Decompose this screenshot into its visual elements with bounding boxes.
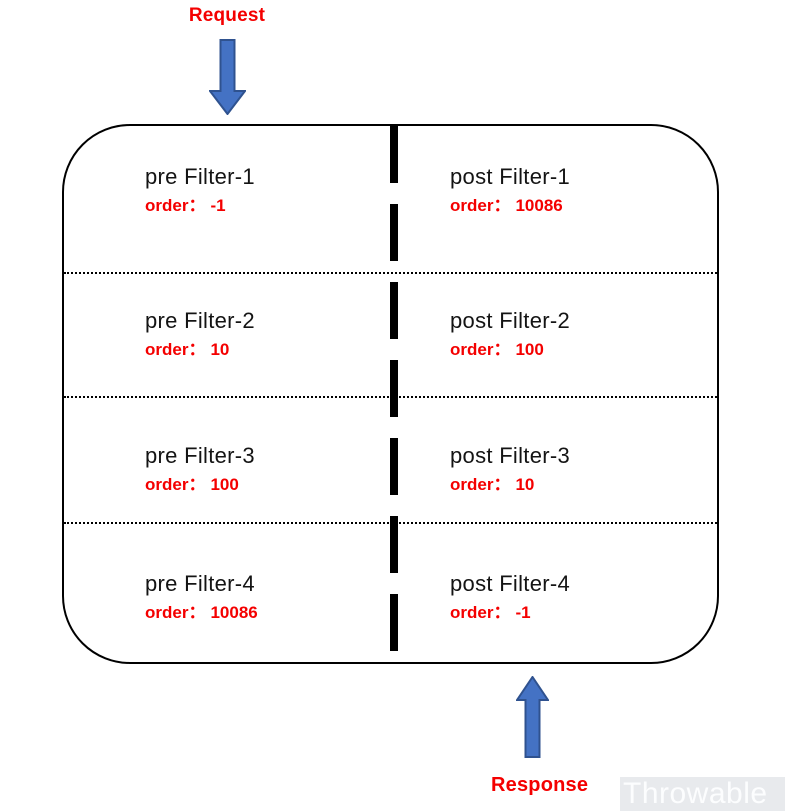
post-filter-2-cell: post Filter-2 order：100 bbox=[450, 306, 570, 362]
order-value: 100 bbox=[515, 340, 544, 359]
order-value: 10086 bbox=[515, 196, 563, 215]
filter-chain-box: pre Filter-1 order：-1 post Filter-1 orde… bbox=[62, 124, 719, 664]
order-label: order： bbox=[145, 340, 206, 359]
post-filter-2-title: post Filter-2 bbox=[450, 308, 571, 333]
post-filter-3-cell: post Filter-3 order：10 bbox=[450, 441, 570, 497]
post-filter-1-cell: post Filter-1 order：10086 bbox=[450, 162, 570, 218]
order-label: order： bbox=[145, 603, 206, 622]
order-value: -1 bbox=[210, 196, 226, 215]
post-filter-4-cell: post Filter-4 order：-1 bbox=[450, 569, 570, 625]
pre-filter-3-title: pre Filter-3 bbox=[145, 443, 255, 468]
pre-filter-1-cell: pre Filter-1 order：-1 bbox=[145, 162, 255, 218]
post-filter-4-title: post Filter-4 bbox=[450, 571, 571, 596]
pre-filter-4-order: order：10086 bbox=[145, 600, 258, 625]
order-label: order： bbox=[450, 196, 511, 215]
pre-filter-4-title: pre Filter-4 bbox=[145, 571, 255, 596]
post-filter-3-title: post Filter-3 bbox=[450, 443, 571, 468]
order-label: order： bbox=[145, 475, 206, 494]
order-value: 100 bbox=[210, 475, 239, 494]
request-down-arrow-shape bbox=[209, 39, 246, 115]
post-filter-1-order: order：10086 bbox=[450, 193, 570, 218]
request-down-arrow-icon bbox=[209, 39, 246, 115]
response-label: Response bbox=[491, 774, 589, 796]
order-label: order： bbox=[450, 603, 511, 622]
order-label: order： bbox=[450, 340, 511, 359]
post-filter-2-order: order：100 bbox=[450, 337, 570, 362]
pre-filter-4-cell: pre Filter-4 order：10086 bbox=[145, 569, 258, 625]
order-value: -1 bbox=[515, 603, 531, 622]
pre-post-divider-line bbox=[390, 126, 398, 654]
pre-filter-2-title: pre Filter-2 bbox=[145, 308, 255, 333]
order-value: 10 bbox=[210, 340, 230, 359]
pre-filter-2-order: order：10 bbox=[145, 337, 255, 362]
post-filter-4-order: order：-1 bbox=[450, 600, 570, 625]
order-label: order： bbox=[450, 475, 511, 494]
post-filter-1-title: post Filter-1 bbox=[450, 164, 571, 189]
order-label: order： bbox=[145, 196, 206, 215]
pre-filter-1-title: pre Filter-1 bbox=[145, 164, 255, 189]
response-up-arrow-shape bbox=[516, 676, 549, 758]
watermark-throwable: Throwable bbox=[620, 777, 785, 811]
pre-filter-3-order: order：100 bbox=[145, 472, 255, 497]
request-label: Request bbox=[188, 5, 266, 26]
pre-filter-1-order: order：-1 bbox=[145, 193, 255, 218]
order-value: 10 bbox=[515, 475, 535, 494]
pre-filter-3-cell: pre Filter-3 order：100 bbox=[145, 441, 255, 497]
order-value: 10086 bbox=[210, 603, 258, 622]
post-filter-3-order: order：10 bbox=[450, 472, 570, 497]
pre-filter-2-cell: pre Filter-2 order：10 bbox=[145, 306, 255, 362]
response-up-arrow-icon bbox=[516, 676, 549, 758]
